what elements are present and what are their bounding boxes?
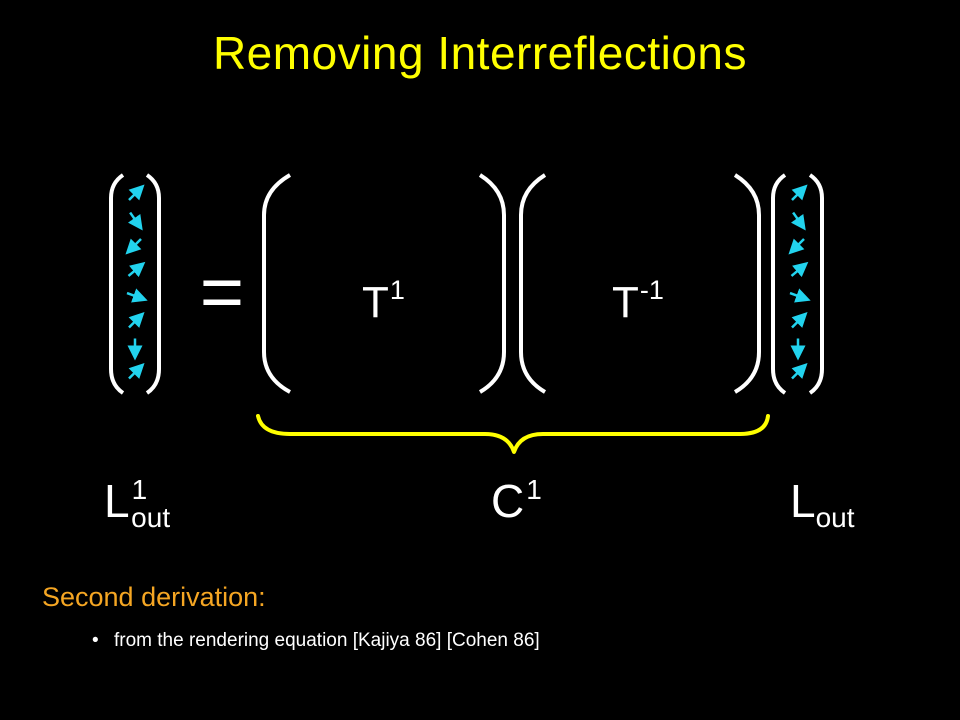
direction-arrow-icon: [791, 311, 808, 329]
bullet-dot-icon: •: [92, 630, 99, 651]
left-vector-close-bracket: [145, 173, 161, 395]
matrix-t1-close-bracket: [478, 173, 506, 394]
equals-sign: =: [200, 250, 244, 335]
label-c1: C1: [491, 474, 542, 527]
left-vector-arrows: [125, 184, 148, 380]
label-l1-out: L1out: [104, 474, 171, 533]
label-l-out: Lout: [790, 475, 855, 533]
matrix-t-inverse-close-bracket: [733, 173, 761, 394]
matrix-t1: [262, 173, 506, 394]
curly-brace: [256, 414, 770, 454]
direction-arrow-icon: [126, 288, 148, 303]
direction-arrow-icon: [789, 288, 811, 303]
matrix-t-inverse-label: T-1: [612, 275, 664, 327]
direction-arrow-icon: [791, 362, 808, 380]
subtitle: Second derivation:: [42, 582, 266, 612]
direction-arrow-icon: [128, 184, 145, 201]
direction-arrow-icon: [125, 238, 142, 255]
direction-arrow-icon: [790, 211, 806, 231]
left-vector: [109, 173, 161, 395]
right-vector-arrows: [788, 184, 811, 380]
direction-arrow-icon: [127, 211, 143, 231]
bullet-item: •from the rendering equation [Kajiya 86]…: [92, 630, 540, 651]
slide-title: Removing Interreflections: [212, 27, 748, 79]
matrix-t-inverse-open-bracket: [519, 173, 547, 394]
left-vector-open-bracket: [109, 173, 125, 395]
direction-arrow-icon: [127, 261, 146, 278]
direction-arrow-icon: [788, 238, 805, 255]
right-vector: [771, 173, 824, 395]
right-vector-close-bracket: [808, 173, 824, 395]
matrix-t-inverse: [519, 173, 761, 394]
direction-arrow-icon: [791, 184, 808, 201]
direction-arrow-icon: [128, 311, 145, 329]
right-vector-open-bracket: [771, 173, 787, 395]
direction-arrow-icon: [128, 362, 145, 380]
matrix-t1-label: T1: [362, 275, 405, 327]
direction-arrow-icon: [790, 261, 809, 278]
matrix-t1-open-bracket: [262, 173, 292, 394]
